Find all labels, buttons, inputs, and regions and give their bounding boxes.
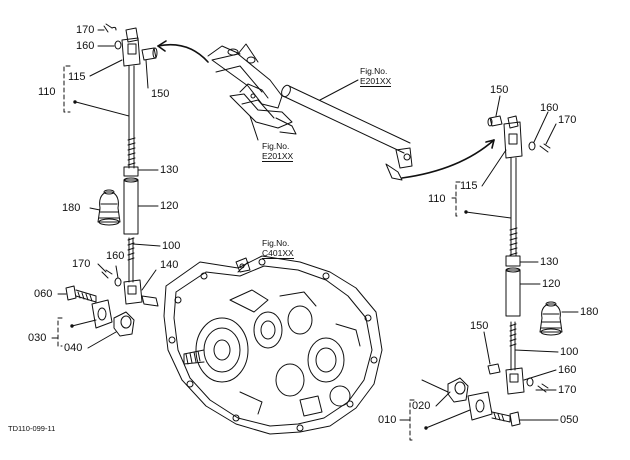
connection-arrows	[157, 40, 495, 179]
callout-left-160-low: 160	[106, 250, 125, 262]
callout-right-110: 110	[428, 193, 446, 205]
callout-left-120: 120	[160, 200, 179, 212]
fig-c401-code: C401XX	[262, 248, 294, 259]
left-leader-lines	[51, 29, 161, 349]
callout-left-170-top: 170	[76, 24, 95, 36]
callout-left-030: 030	[28, 332, 47, 344]
drawing-code: TD110-099-11	[8, 424, 56, 433]
fig-e201-lower-leader	[249, 115, 259, 141]
fig-e201-upper-leader	[319, 79, 359, 101]
transmission-housing	[163, 255, 383, 435]
fig-e201-lower: Fig.No. E201XX	[262, 141, 294, 162]
callout-right-120: 120	[542, 278, 561, 290]
right-leader-lines	[399, 95, 579, 430]
callout-right-100: 100	[560, 346, 579, 358]
callout-right-115: 115	[460, 180, 478, 192]
fig-e201-upper: Fig.No. E201XX	[360, 66, 392, 87]
fig-e201-lower-code: E201XX	[262, 151, 294, 162]
callout-left-170-low: 170	[72, 258, 91, 270]
callout-right-180: 180	[580, 306, 599, 318]
callout-left-180: 180	[62, 202, 81, 214]
callout-right-160-low: 160	[558, 364, 577, 376]
callout-left-060: 060	[34, 288, 53, 300]
callout-right-130: 130	[540, 256, 559, 268]
callout-right-050: 050	[560, 414, 579, 426]
fig-e201-upper-code: E201XX	[360, 76, 392, 87]
callout-left-160-top: 160	[76, 40, 95, 52]
callout-right-150-low: 150	[470, 320, 489, 332]
callout-right-160-top: 160	[540, 102, 559, 114]
callout-right-020: 020	[412, 400, 431, 412]
callout-left-140: 140	[160, 259, 179, 271]
callout-right-010: 010	[378, 414, 397, 426]
right-rod-assembly	[409, 115, 563, 441]
callout-left-110: 110	[38, 86, 56, 98]
fig-c401: Fig.No. C401XX	[262, 238, 294, 259]
callout-right-170-low: 170	[558, 384, 577, 396]
callout-right-150-top: 150	[490, 84, 509, 96]
callout-left-150: 150	[151, 88, 170, 100]
shift-shaft-assembly	[207, 43, 413, 181]
left-rod-assembly	[57, 23, 159, 347]
callout-right-170-top: 170	[558, 114, 577, 126]
fig-e201-upper-prefix: Fig.No.	[360, 66, 388, 76]
fig-e201-lower-prefix: Fig.No.	[262, 141, 290, 151]
fig-c401-prefix: Fig.No.	[262, 238, 290, 248]
callout-left-130: 130	[160, 164, 179, 176]
callout-left-100: 100	[162, 240, 181, 252]
callout-left-115: 115	[68, 71, 86, 83]
callout-left-040: 040	[64, 342, 83, 354]
